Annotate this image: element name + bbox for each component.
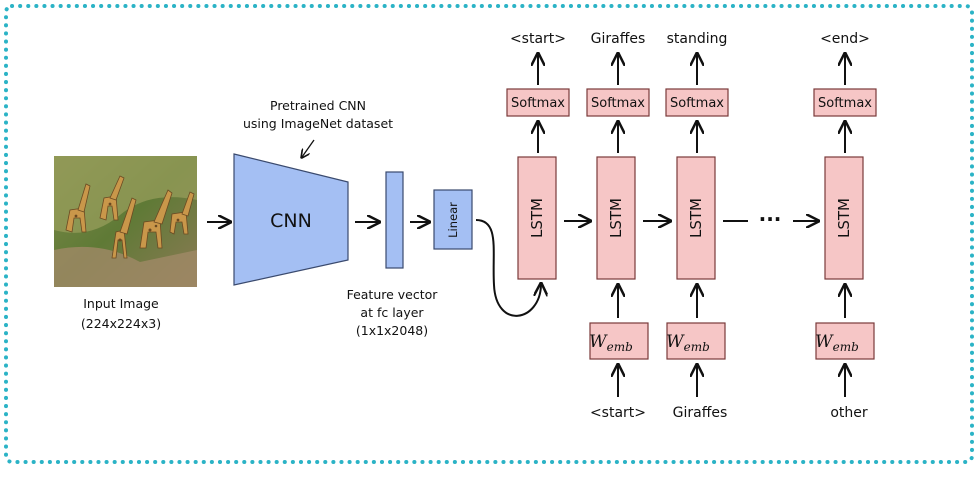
feature-vector-caption-line3: (1x1x2048) <box>356 323 428 338</box>
embedding-1: Wemb <box>589 322 649 360</box>
cnn-block <box>233 153 349 286</box>
arrow-cnn-caption <box>302 139 315 157</box>
embedding-label: Wemb <box>589 332 633 354</box>
embedding-label: Wemb <box>666 332 710 354</box>
input-word-3: other <box>830 405 868 421</box>
embedding-3: Wemb <box>815 322 875 360</box>
lstm-unit-1: LSTM <box>517 156 557 280</box>
output-word-3: standing <box>667 31 728 47</box>
lstm-label: LSTM <box>687 198 705 238</box>
softmax-4: Softmax <box>813 88 877 117</box>
feature-vector-caption-line2: at fc layer <box>360 305 424 320</box>
cnn-label: CNN <box>270 210 312 232</box>
embedding-label: Wemb <box>815 332 859 354</box>
lstm-label: LSTM <box>607 198 625 238</box>
softmax-2: Softmax <box>586 88 650 117</box>
ellipsis: ··· <box>759 207 782 231</box>
embedding-2: Wemb <box>666 322 726 360</box>
softmax-label: Softmax <box>591 96 645 111</box>
cnn-caption-line2: using ImageNet dataset <box>243 116 393 131</box>
feature-vector-block <box>385 171 404 269</box>
softmax-label: Softmax <box>670 96 724 111</box>
output-word-1: <start> <box>510 31 566 47</box>
arrow-linear-to-lstm <box>475 219 541 317</box>
input-image-size: (224x224x3) <box>81 316 161 331</box>
lstm-unit-3: LSTM <box>676 156 716 280</box>
softmax-label: Softmax <box>818 96 872 111</box>
output-word-2: Giraffes <box>591 31 646 47</box>
input-image <box>54 156 197 287</box>
input-word-1: <start> <box>590 405 646 421</box>
input-image-label: Input Image <box>83 296 159 311</box>
feature-vector-caption-line1: Feature vector <box>347 287 439 302</box>
cnn-caption-line1: Pretrained CNN <box>270 98 366 113</box>
lstm-unit-4: LSTM <box>824 156 864 280</box>
lstm-unit-2: LSTM <box>596 156 636 280</box>
linear-label: Linear <box>446 202 460 238</box>
softmax-1: Softmax <box>506 88 570 117</box>
input-word-2: Giraffes <box>673 405 728 421</box>
softmax-3: Softmax <box>665 88 729 117</box>
lstm-label: LSTM <box>835 198 853 238</box>
dotted-border <box>4 4 974 464</box>
softmax-label: Softmax <box>511 96 565 111</box>
linear-block <box>433 189 473 250</box>
lstm-label: LSTM <box>528 198 546 238</box>
output-word-4: <end> <box>820 31 870 47</box>
